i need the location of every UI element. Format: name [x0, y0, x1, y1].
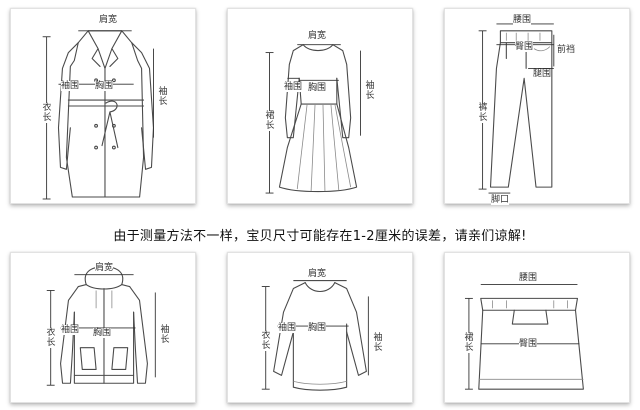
hoodie-length-label: 衣长: [46, 328, 56, 348]
coat-sleeve-label: 袖长: [158, 87, 168, 107]
dress-sleeve-label: 袖长: [365, 81, 375, 101]
coat-cuff-label: 袖围: [61, 81, 80, 91]
pants-length-label: 裤长: [478, 103, 488, 123]
coat-shoulder-label: 肩宽: [99, 15, 118, 25]
hoodie-chest-label: 胸围: [93, 328, 112, 338]
top-length-label: 衣长: [261, 331, 271, 351]
pants-size-panel: 腰围 臀围 前裆 腿围 裤长 脚口: [444, 8, 630, 205]
pants-hip-label: 臀围: [515, 42, 534, 52]
dress-shoulder-label: 肩宽: [308, 31, 327, 41]
skirt-waist-label: 腰围: [519, 273, 538, 283]
top-chest-label: 胸围: [308, 323, 327, 333]
skirt-size-panel: 腰围 臀围 裙长: [444, 252, 630, 403]
hoodie-cuff-label: 袖围: [61, 325, 80, 335]
top-sleeve-label: 袖长: [373, 333, 383, 353]
pants-hem-label: 脚口: [491, 195, 510, 205]
measurement-notice: 由于测量方法不一样，宝贝尺寸可能存在1-2厘米的误差，请亲们谅解!: [113, 229, 527, 244]
dress-cuff-label: 袖围: [284, 82, 303, 92]
skirt-length-label: 裙长: [464, 333, 474, 353]
dress-illustration: [265, 44, 362, 194]
pants-waist-label: 腰围: [513, 15, 532, 25]
skirt-hip-label: 臀围: [519, 339, 538, 349]
hoodie-size-panel: 肩宽 袖围 胸围 衣长 袖长: [10, 252, 196, 403]
pants-illustration: [478, 23, 555, 194]
hoodie-shoulder-label: 肩宽: [95, 263, 114, 273]
coat-length-label: 衣长: [42, 103, 52, 123]
dress-size-panel: 肩宽 袖围 胸围 裙长 袖长: [227, 8, 413, 204]
top-shoulder-label: 肩宽: [308, 269, 327, 279]
top-size-panel: 肩宽 袖围 胸围 衣长 袖长: [227, 252, 413, 403]
coat-size-panel: 肩宽 袖围 胸围 衣长 袖长: [10, 8, 196, 204]
top-cuff-label: 袖围: [278, 323, 297, 333]
dress-length-label: 裙长: [265, 111, 275, 131]
dress-chest-label: 胸围: [308, 83, 327, 93]
pants-rise-label: 前裆: [557, 45, 576, 55]
hoodie-sleeve-label: 袖长: [160, 325, 170, 345]
pants-thigh-label: 腿围: [533, 69, 552, 79]
coat-chest-label: 胸围: [95, 81, 114, 91]
